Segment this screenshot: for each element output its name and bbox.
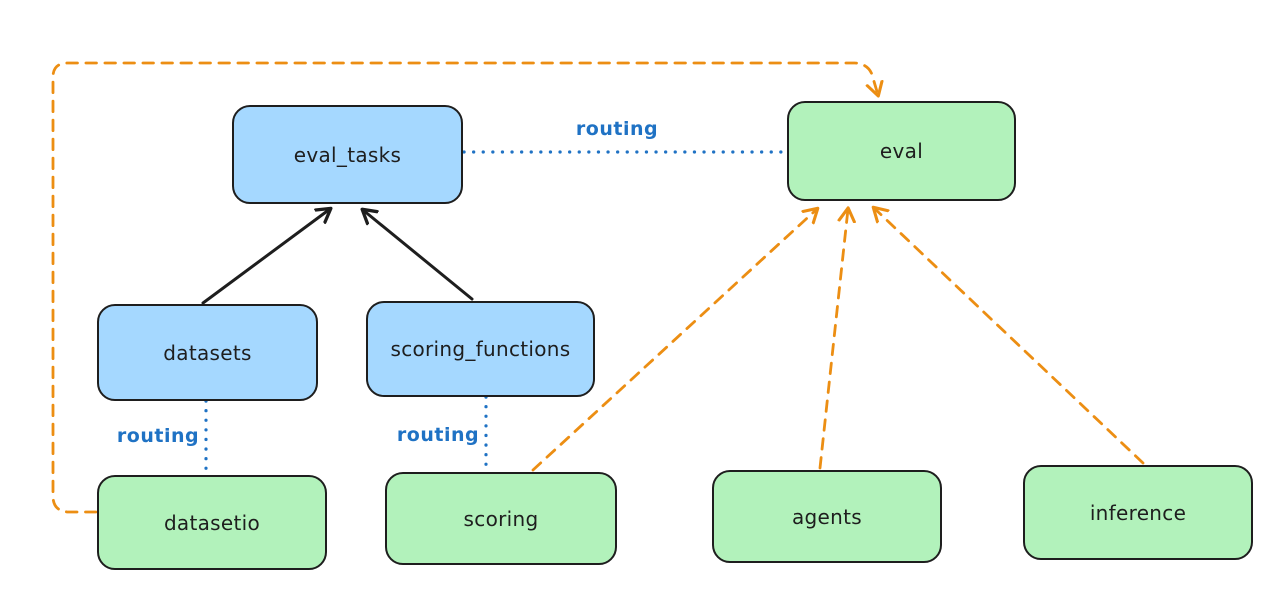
edge-agents-to-eval — [818, 209, 848, 470]
node-eval: eval — [787, 101, 1016, 201]
node-scoring-functions-label: scoring_functions — [390, 337, 571, 361]
node-scoring-label: scoring — [463, 506, 539, 531]
routing-label-eval-tasks-eval: routing — [575, 118, 659, 140]
node-inference-label: inference — [1089, 500, 1187, 525]
node-datasets: datasets — [97, 304, 318, 401]
node-datasetio-label: datasetio — [163, 510, 261, 535]
node-agents-label: agents — [792, 504, 862, 529]
routing-label-datasets-datasetio: routing — [116, 425, 200, 447]
node-scoring-functions: scoring_functions — [366, 301, 595, 397]
edge-datasets-to-eval-tasks — [201, 209, 330, 305]
node-datasetio: datasetio — [97, 475, 327, 570]
routing-label-scoring-functions-scoring: routing — [396, 424, 480, 446]
node-agents: agents — [712, 470, 942, 563]
node-eval-tasks: eval_tasks — [232, 105, 463, 204]
node-inference: inference — [1023, 465, 1253, 560]
edge-scoring-functions-to-eval-tasks — [363, 210, 474, 301]
edge-inference-to-eval — [874, 208, 1145, 465]
edge-datasetio-to-eval-loop — [51, 61, 878, 514]
node-eval-tasks-label: eval_tasks — [293, 142, 402, 167]
node-datasets-label: datasets — [163, 340, 252, 365]
edge-scoring-to-eval — [531, 209, 817, 472]
node-scoring: scoring — [385, 472, 617, 565]
node-eval-label: eval — [879, 139, 924, 163]
